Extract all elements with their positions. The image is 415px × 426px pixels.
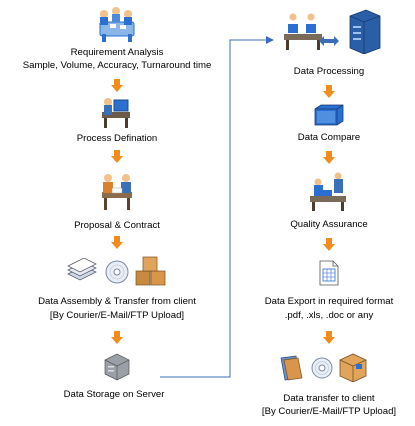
step-title: Data Storage on Server — [63, 389, 165, 400]
documents-icon — [278, 354, 306, 382]
negotiation-icon — [96, 168, 138, 212]
step-subtitle: [By Courier/E-Mail/FTP Upload] — [49, 310, 185, 321]
documents-stack-icon — [66, 258, 98, 284]
down-arrow-icon — [323, 85, 335, 98]
down-arrow-icon — [111, 150, 123, 163]
step-subtitle: .pdf, .xls, .doc or any — [284, 310, 374, 321]
boxes-icon — [134, 255, 168, 287]
blue-cube-icon — [313, 103, 345, 127]
step-subtitle: [By Courier/E-Mail/FTP Upload] — [261, 406, 397, 417]
operators-icon — [280, 12, 326, 52]
down-arrow-icon — [111, 79, 123, 92]
step-title: Data transfer to client — [283, 393, 375, 404]
down-arrow-icon — [323, 331, 335, 344]
down-arrow-icon — [111, 236, 123, 249]
down-arrow-icon — [111, 331, 123, 344]
step-title: Requirement Analysis — [70, 47, 164, 58]
step-title: Quality Assurance — [290, 219, 368, 230]
server-rack-icon — [346, 8, 384, 54]
step-title: Data Assembly & Transfer from client — [38, 296, 196, 307]
disc-icon — [104, 259, 130, 285]
step-title: Data Processing — [293, 66, 365, 77]
step-title: Data Export in required format — [264, 296, 394, 307]
bidirectional-arrow-icon — [319, 36, 339, 46]
down-arrow-icon — [323, 238, 335, 251]
package-icon — [338, 350, 368, 382]
server-storage-icon — [101, 352, 131, 382]
step-title: Proposal & Contract — [74, 220, 160, 231]
step-subtitle: Sample, Volume, Accuracy, Turnaround tim… — [22, 60, 212, 71]
spreadsheet-document-icon — [318, 259, 340, 287]
disc-icon — [310, 356, 334, 380]
step-title: Process Defination — [76, 133, 158, 144]
down-arrow-icon — [323, 151, 335, 164]
step-title: Data Compare — [297, 132, 361, 143]
workstation-icon — [98, 96, 134, 130]
inspectors-icon — [306, 170, 352, 212]
team-meeting-icon — [94, 4, 140, 44]
